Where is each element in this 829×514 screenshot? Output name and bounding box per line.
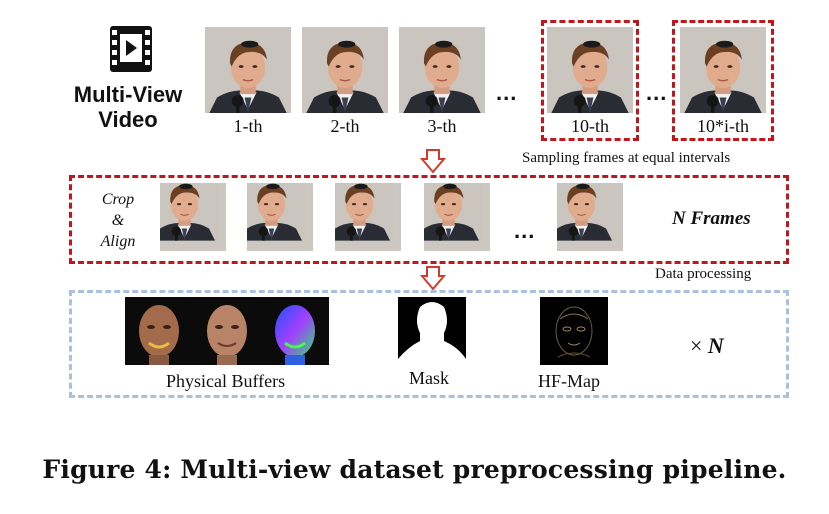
aligned-frame-1 [160, 183, 226, 251]
aligned-frame-3 [335, 183, 401, 251]
frame-label-10i: 10*i-th [697, 116, 749, 136]
aligned-frame-4 [424, 183, 490, 251]
frame-label-2: 2-th [330, 116, 360, 136]
buffers-box [69, 290, 789, 398]
frames-ellipsis-2: ... [646, 80, 668, 105]
frame-thumbnail-1 [205, 27, 291, 113]
times-n-label: × N [690, 333, 724, 359]
crop-align-label: Crop & Align [88, 189, 148, 252]
frame-thumbnail-10i [680, 27, 766, 113]
ampersand-label: & [111, 212, 125, 229]
down-arrow-icon [419, 148, 447, 174]
frames-ellipsis: ... [496, 80, 518, 105]
title-line-2: Video [98, 107, 158, 132]
times-symbol: × [690, 333, 703, 358]
sampled-frame-box-10 [541, 20, 639, 141]
shading-buffer-image [193, 297, 261, 365]
sampling-note: Sampling frames at equal intervals [522, 150, 731, 166]
hf-map-label: HF-Map [538, 371, 600, 391]
multi-view-video-title: Multi-View Video [58, 82, 198, 132]
title-line-1: Multi-View [73, 82, 183, 107]
frame-label-3: 3-th [427, 116, 457, 136]
albedo-buffer-image [125, 297, 193, 365]
figure-caption: Figure 4: Multi-view dataset preprocessi… [42, 455, 787, 484]
frame-thumbnail-3 [399, 27, 485, 113]
down-arrow-icon-2 [419, 265, 447, 291]
n-symbol: N [707, 333, 724, 358]
hf-map-image [540, 297, 608, 365]
data-processing-note: Data processing [655, 266, 752, 282]
frame-label-10: 10-th [571, 116, 609, 136]
frame-label-1: 1-th [233, 116, 263, 136]
aligned-ellipsis: ... [514, 218, 536, 243]
crop-align-box [69, 175, 789, 264]
frame-thumbnail-10 [547, 27, 633, 113]
frame-thumbnail-2 [302, 27, 388, 113]
physical-buffers-label: Physical Buffers [166, 371, 286, 391]
aligned-frame-2 [247, 183, 313, 251]
sampled-frame-box-10i [672, 20, 774, 141]
mask-image [398, 297, 466, 365]
mask-label: Mask [409, 368, 449, 388]
crop-label: Crop [101, 191, 135, 208]
align-label: Align [100, 233, 136, 250]
video-film-icon [108, 24, 154, 74]
normal-buffer-image [261, 297, 329, 365]
n-frames-label: N Frames [672, 208, 751, 229]
aligned-frame-n [557, 183, 623, 251]
